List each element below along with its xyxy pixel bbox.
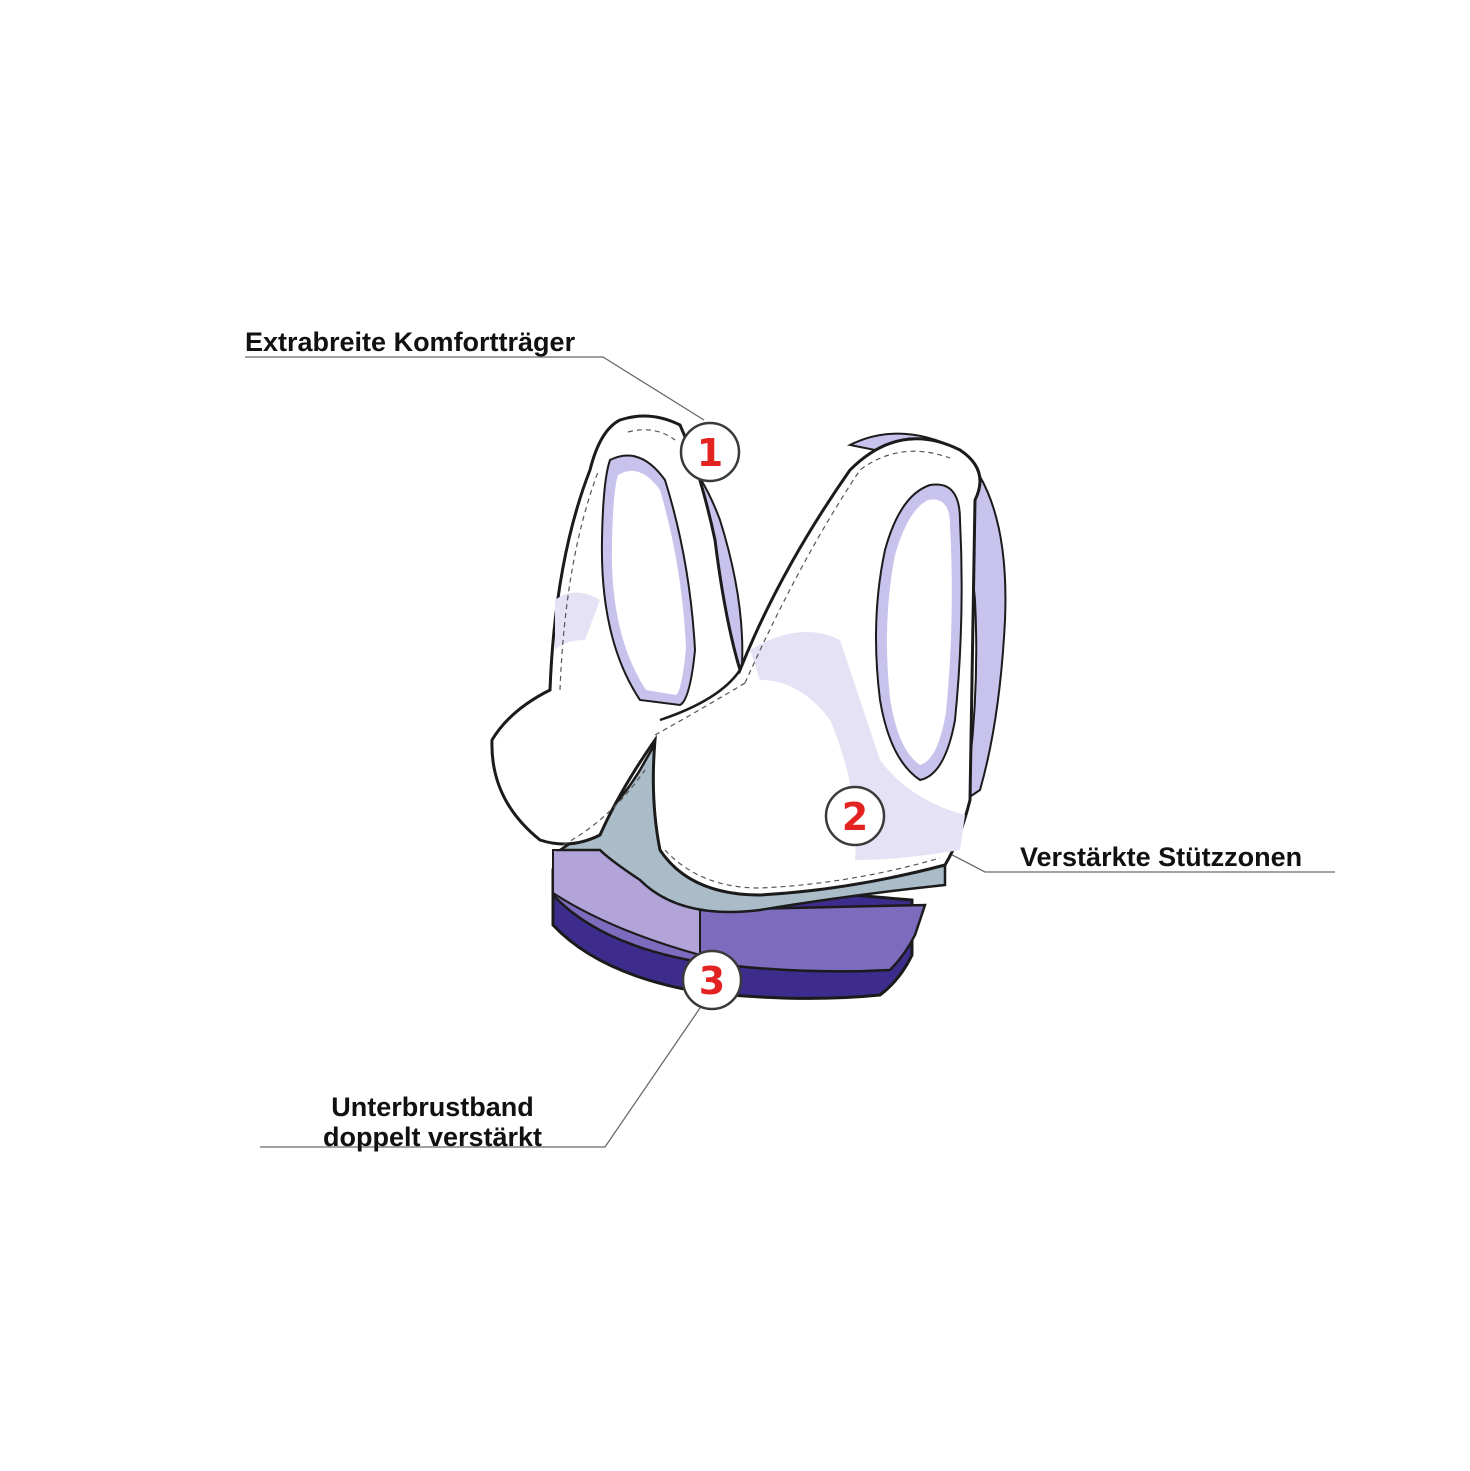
stitching [559,429,951,889]
left-armhole-inner [611,470,686,695]
marker-1-number: 1 [697,431,723,475]
callout-label-1: Extrabreite Komfortträger [245,327,576,357]
support-zone-right [750,632,965,860]
marker-2: 2 [824,785,886,847]
callout-label-3: Unterbrustband doppelt verstärkt [260,1092,605,1152]
callout-label-3-line1: Unterbrustband [331,1092,534,1122]
leader-line-3 [260,1007,701,1148]
strap-inner-edge [659,669,742,722]
marker-1: 1 [679,421,741,483]
marker-3-number: 3 [699,959,725,1003]
marker-2-number: 2 [842,795,868,839]
right-armhole-inner [886,499,952,765]
callout-label-3-line2: doppelt verstärkt [322,1122,543,1152]
marker-3: 3 [681,949,743,1011]
leader-line-1 [245,356,705,421]
callout-label-2: Verstärkte Stützzonen [1020,842,1303,872]
